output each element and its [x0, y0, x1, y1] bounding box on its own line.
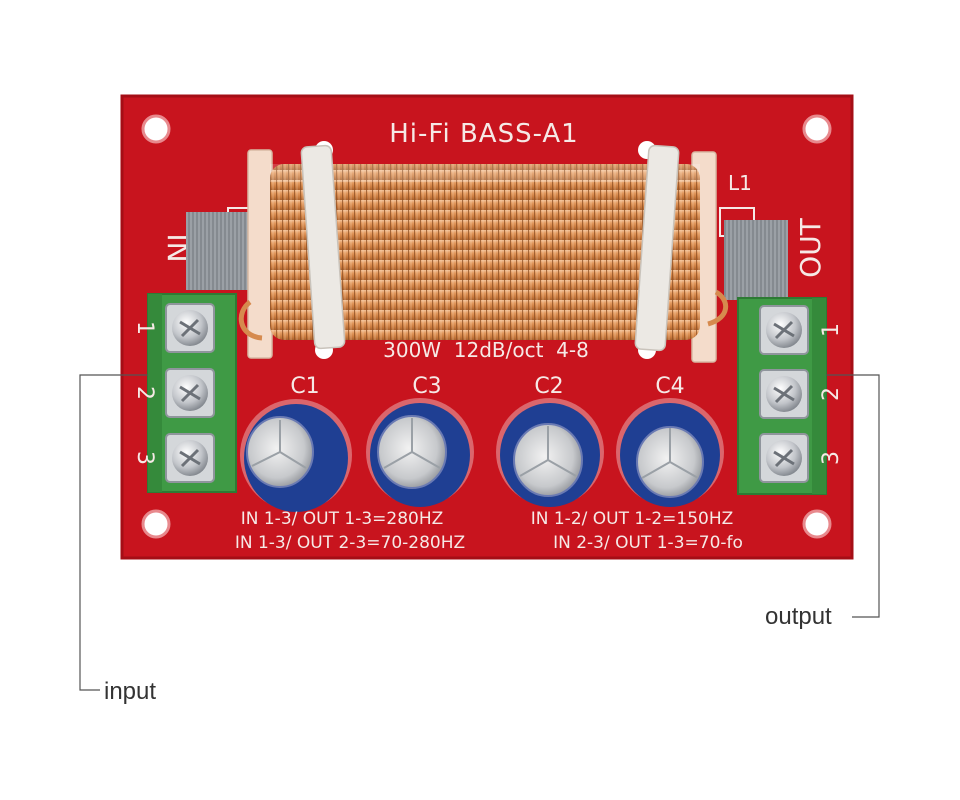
output-terminal-block — [737, 297, 827, 495]
capacitor-c3 — [366, 398, 474, 507]
left-terminal-1: 1 — [132, 321, 157, 335]
spec-right-top: IN 1-2/ OUT 1-2=150HZ — [531, 509, 734, 529]
left-terminal-2: 2 — [132, 386, 157, 400]
capacitor-label-c1: C1 — [290, 374, 319, 399]
input-terminal-block — [147, 293, 237, 493]
output-callout-line — [826, 374, 880, 618]
spec-left-bottom: IN 1-3/ OUT 2-3=70-280HZ — [235, 533, 465, 553]
capacitor-label-c3: C3 — [412, 374, 441, 399]
capacitor-c4 — [616, 398, 724, 507]
capacitors — [240, 398, 724, 512]
right-terminal-2: 2 — [819, 387, 844, 401]
capacitor-label-c4: C4 — [655, 374, 684, 399]
capacitor-c2 — [496, 398, 604, 507]
right-terminal-1: 1 — [819, 323, 844, 337]
input-callout-label: input — [104, 678, 157, 705]
spec-right-bottom: IN 2-3/ OUT 1-3=70-fo — [553, 533, 743, 553]
inductor-coil — [186, 144, 788, 363]
out-label: OUT — [794, 217, 827, 278]
output-callout-label: output — [765, 603, 832, 630]
rating-text: 300W 12dB/oct 4-8 — [383, 338, 589, 362]
board-title: Hi-Fi BASS-A1 — [389, 119, 578, 149]
right-terminal-numbers: 1 2 3 — [819, 323, 844, 465]
capacitor-label-c2: C2 — [534, 374, 563, 399]
spec-left-top: IN 1-3/ OUT 1-3=280HZ — [241, 509, 444, 529]
left-terminal-3: 3 — [132, 451, 157, 465]
inductor-label: L1 — [728, 171, 752, 195]
right-terminal-3: 3 — [819, 451, 844, 465]
capacitor-c1 — [240, 399, 352, 512]
input-callout-line — [79, 374, 148, 691]
left-terminal-numbers: 1 2 3 — [132, 321, 157, 465]
